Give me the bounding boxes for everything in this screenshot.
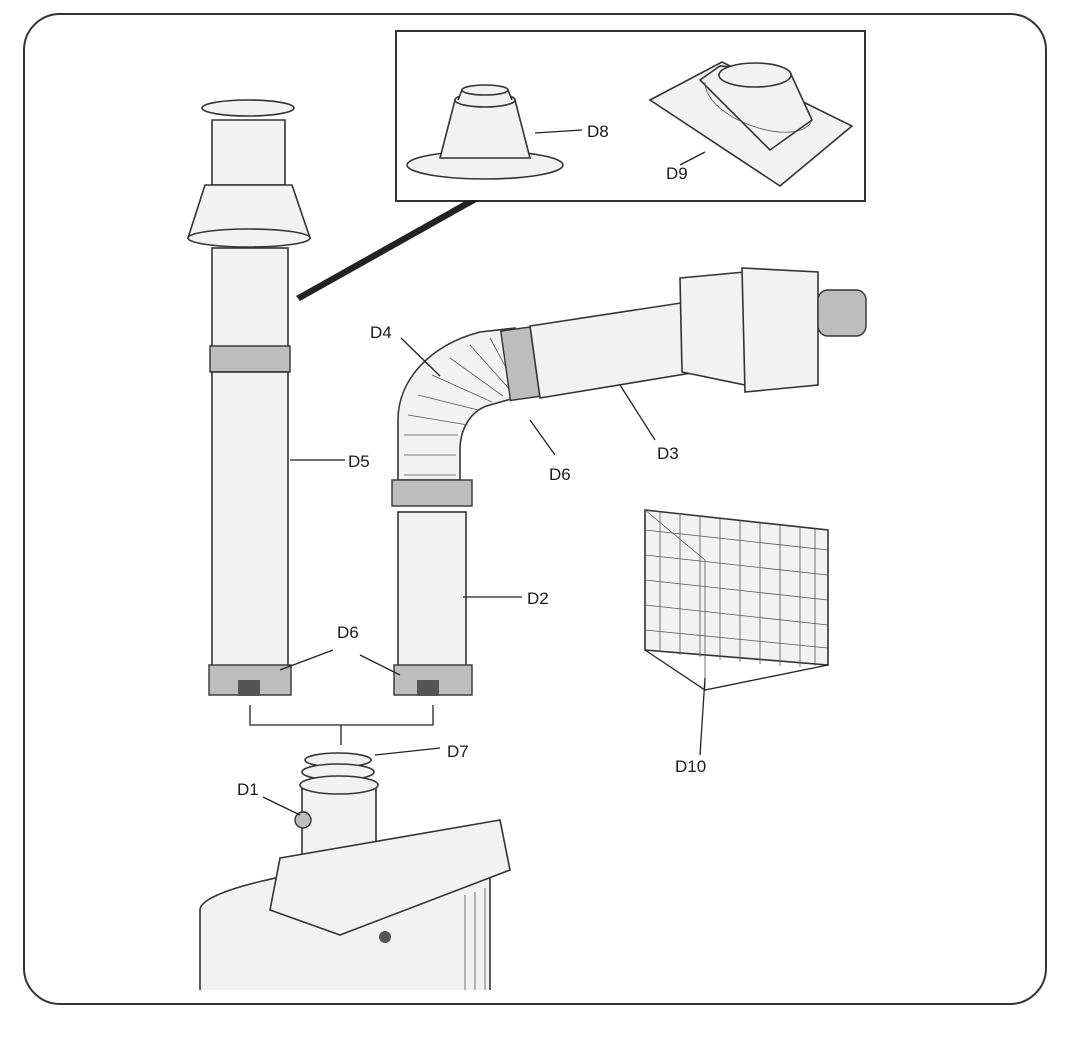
inset-pointer xyxy=(296,200,480,301)
d5-vertical-terminal xyxy=(186,99,312,696)
label-d2: D2 xyxy=(527,589,549,608)
label-d7: D7 xyxy=(447,742,469,761)
boiler-top xyxy=(199,819,511,990)
label-d6-bottom: D6 xyxy=(337,623,359,642)
label-d10: D10 xyxy=(675,757,706,776)
label-d1: D1 xyxy=(237,780,259,799)
label-d6-elbow: D6 xyxy=(549,465,571,484)
d8-flashing-cone xyxy=(406,84,564,180)
d7-seal-ring xyxy=(301,752,375,781)
label-d8: D8 xyxy=(587,122,609,141)
leader-lines xyxy=(262,129,706,816)
label-d4: D4 xyxy=(370,323,392,342)
d10-terminal-guard xyxy=(644,509,829,691)
d3-horizontal-pipe xyxy=(529,267,867,399)
d2-extension-pipe xyxy=(393,511,473,696)
inset-box xyxy=(395,30,866,202)
label-d9: D9 xyxy=(666,164,688,183)
d9-roof-flashing-plate xyxy=(648,61,854,187)
label-d5: D5 xyxy=(348,452,370,471)
connector-bracket xyxy=(249,705,434,745)
label-d3: D3 xyxy=(657,444,679,463)
